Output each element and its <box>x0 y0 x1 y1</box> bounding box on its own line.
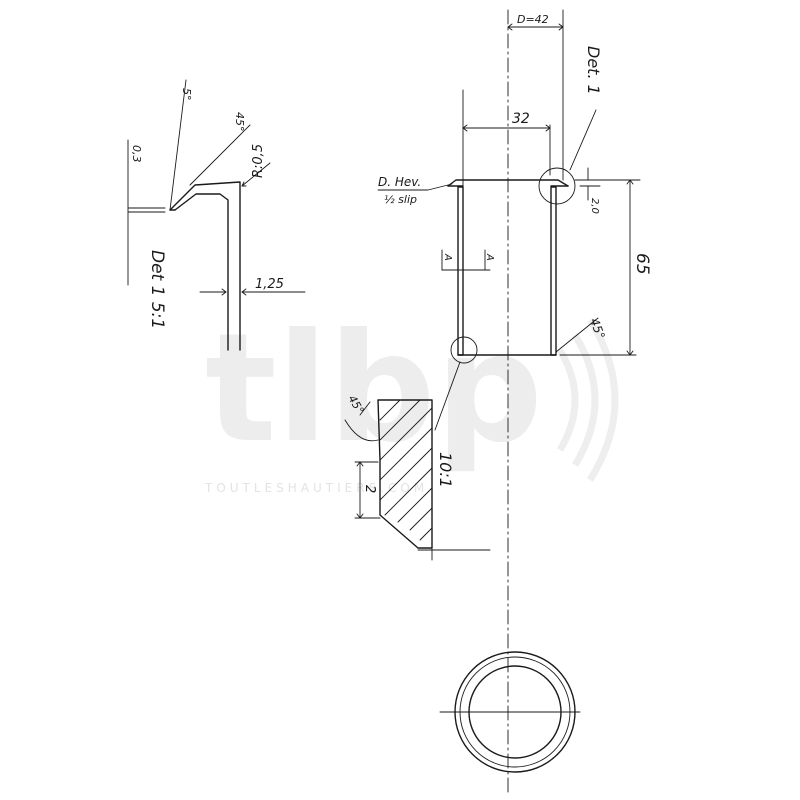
end-view <box>439 651 581 773</box>
callout-line1: D. Hev. <box>378 175 421 189</box>
chamfer-angle-label: 45° <box>587 316 607 341</box>
detail1-radius: R:0,5 <box>251 144 266 178</box>
detail1-dim-03: 0,3 <box>130 145 143 163</box>
detail-2: 45° 10:1 2 <box>344 393 491 561</box>
detail1-circle <box>538 167 576 205</box>
detail2-scale: 10:1 <box>436 452 455 488</box>
detail-ref-label: Det. 1 <box>584 46 603 95</box>
watermark: tlbp TOUTLESHAUTIERS.COM <box>204 302 619 495</box>
detail2-dim: 2 <box>362 485 377 493</box>
detail1-angle-45: 45° <box>233 112 246 132</box>
detail1-thickness: 1,25 <box>255 277 284 292</box>
width-label: 32 <box>512 111 530 127</box>
watermark-signal-icon <box>556 318 619 482</box>
flange-height-label: 2,0 <box>589 198 600 214</box>
height-label: 65 <box>632 253 652 275</box>
diameter-label: D=42 <box>517 13 549 26</box>
callout-line2: ½ slip <box>384 193 417 206</box>
detail1-title: Det 1 5:1 <box>147 250 167 329</box>
watermark-url: TOUTLESHAUTIERS.COM <box>204 481 428 495</box>
detail-1: 5° 45° R:0,5 0,3 1,25 Det 1 5:1 <box>127 79 306 351</box>
section-a-left: A <box>442 253 453 261</box>
main-view: D=42 Det. 1 32 D. Hev. ½ slip 2,0 <box>377 9 652 431</box>
watermark-logo: tlbp <box>205 302 543 476</box>
detail1-angle-5: 5° <box>180 88 193 101</box>
section-a-right: A <box>484 253 495 261</box>
detail2-circle <box>450 336 478 364</box>
